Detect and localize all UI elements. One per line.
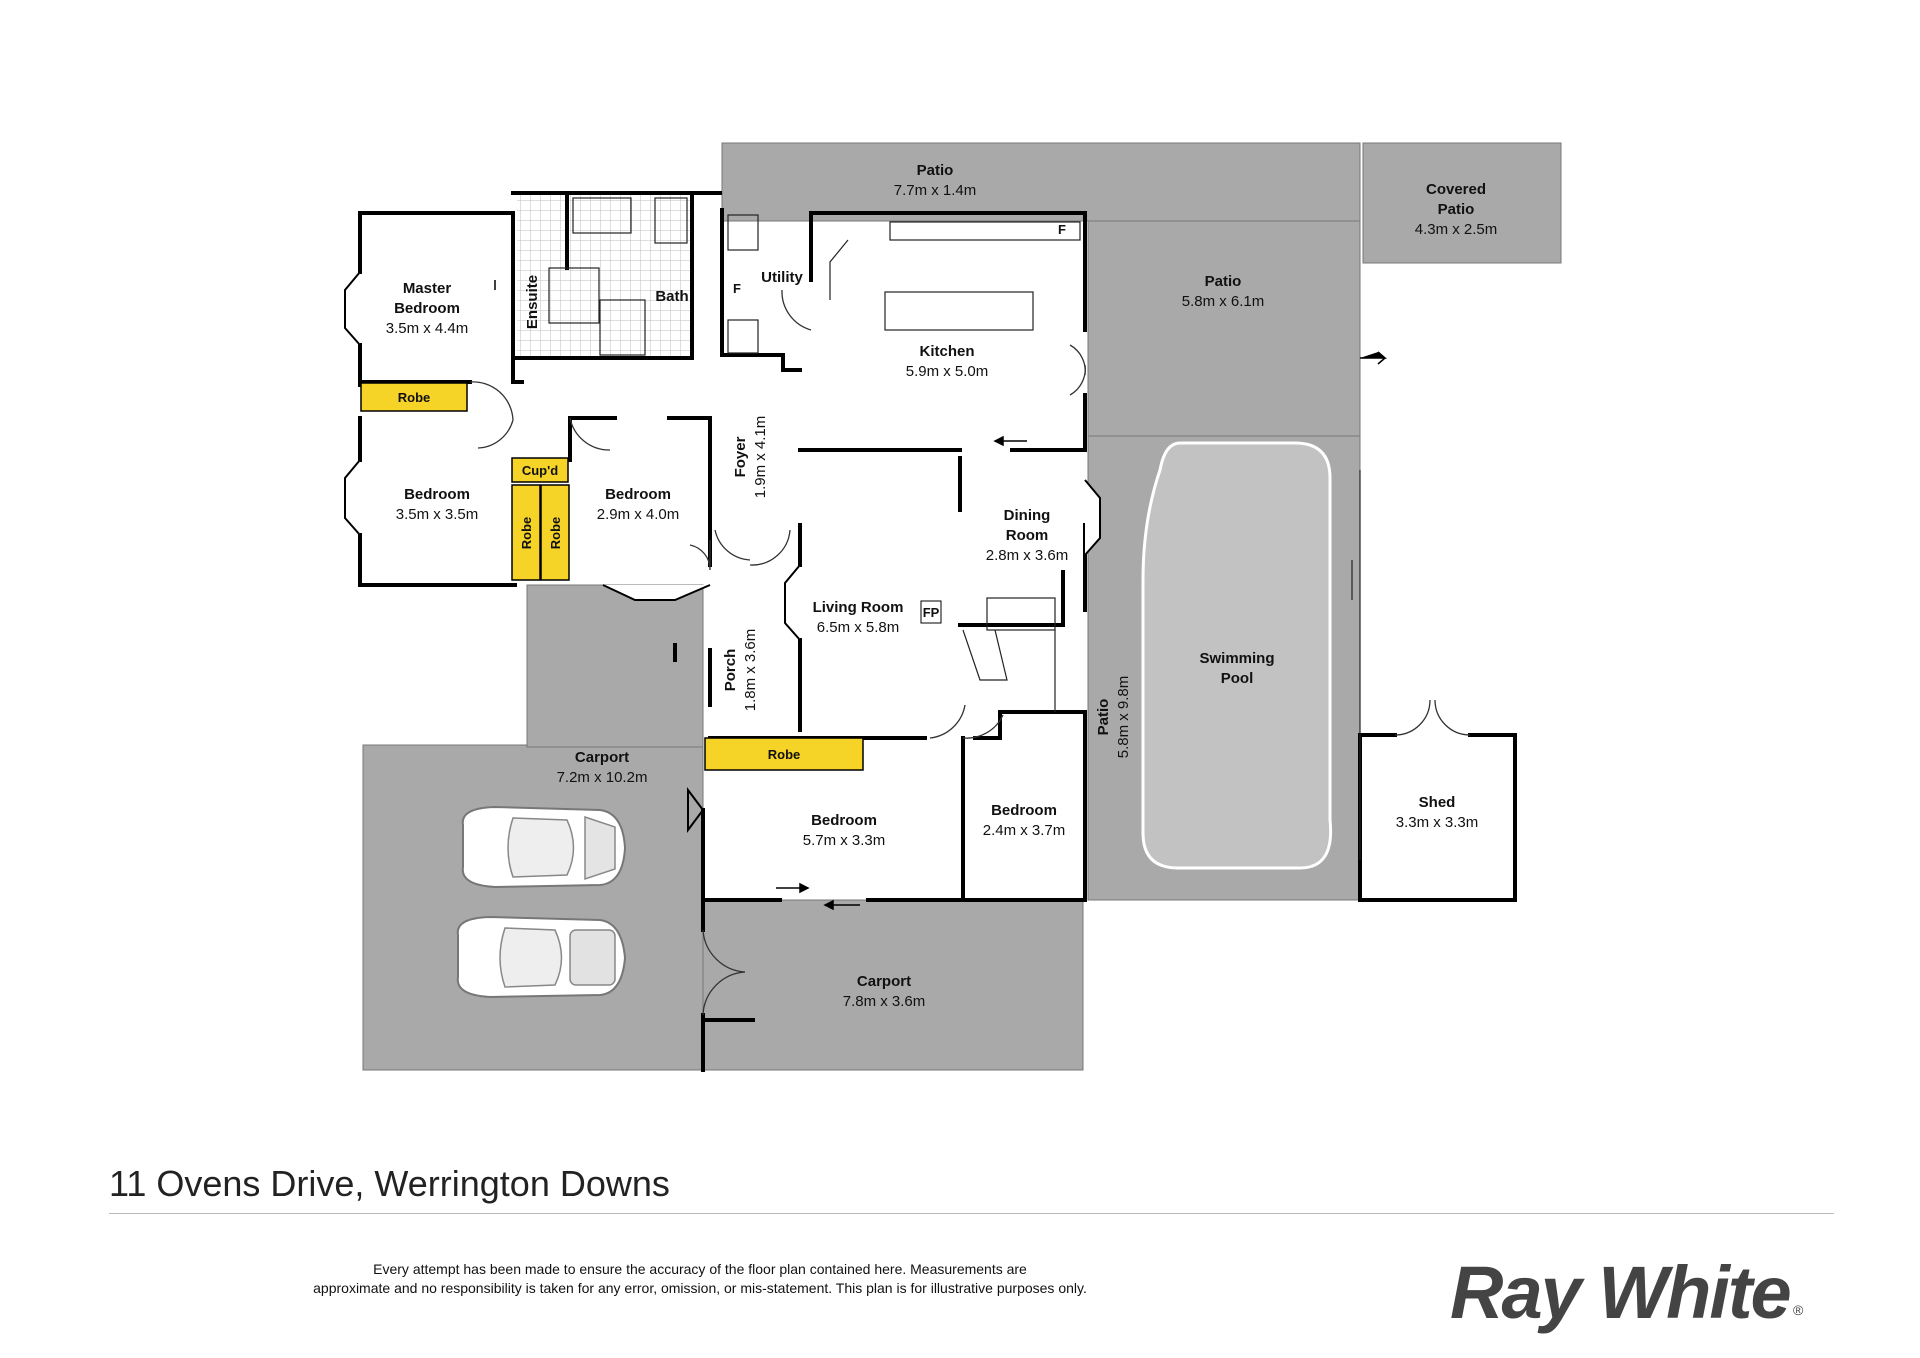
robe-master-label: Robe [398, 390, 431, 405]
utility-label: Utility [761, 269, 803, 286]
fridge-kitchen-label: F [1058, 222, 1066, 237]
disclaimer: Every attempt has been made to ensure th… [200, 1260, 1200, 1298]
title-divider [109, 1213, 1834, 1214]
carport-left-area [362, 744, 704, 1071]
storage-units: Robe Cup'd Robe Robe Robe [360, 382, 864, 771]
brand-logo: Ray White [1450, 1251, 1792, 1334]
fridge-utility-label: F [733, 281, 741, 296]
carport-left-upper [526, 584, 704, 748]
property-title: 11 Ovens Drive, Werrington Downs [109, 1163, 670, 1204]
brand-registered-mark: ® [1793, 1302, 1804, 1318]
bath-floor [567, 193, 692, 358]
robe-bottom [704, 737, 864, 771]
robe-b [540, 484, 570, 581]
carport-bottom-area [702, 899, 1084, 1071]
disclaimer-line-2: approximate and no responsibility is tak… [313, 1280, 1087, 1296]
patio-top-area [721, 142, 1361, 222]
covered-patio-area [1362, 142, 1562, 264]
robe-a [511, 484, 541, 581]
bay-windows [344, 271, 1101, 833]
ensuite-label: Ensuite [524, 275, 541, 329]
cupd [511, 457, 569, 483]
door-swings [469, 289, 1471, 1016]
outdoor-areas [362, 142, 1562, 1071]
fixtures: FP F F [733, 222, 1066, 624]
robe-b-label: Robe [548, 517, 563, 550]
interior-lines [548, 197, 1361, 860]
car-bottom-icon [456, 915, 627, 999]
walls [358, 191, 1517, 1072]
patio-side-area [1087, 220, 1361, 437]
robe-a-label: Robe [519, 517, 534, 550]
ensuite-floor [517, 193, 567, 358]
robe-master [360, 382, 468, 412]
swimming-pool [1141, 441, 1333, 870]
fireplace-label: FP [923, 605, 940, 620]
car-top-icon [461, 805, 627, 889]
disclaimer-line-1: Every attempt has been made to ensure th… [373, 1261, 1027, 1277]
bath-label: Bath [655, 288, 688, 305]
robe-bottom-label: Robe [768, 747, 801, 762]
fireplace-box [920, 600, 942, 624]
arrows [494, 280, 1388, 911]
cupd-label: Cup'd [522, 463, 558, 478]
